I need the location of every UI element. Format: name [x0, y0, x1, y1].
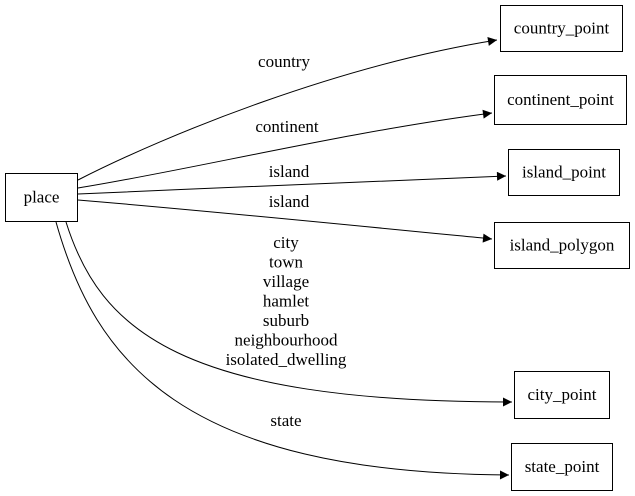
- edge-place-state-point: [55, 221, 510, 480]
- node-continent-point: continent_point: [494, 75, 627, 125]
- edge-label-suburb: suburb: [263, 311, 309, 330]
- edge-labels-layer: country continent island island city tow…: [226, 52, 347, 430]
- node-state-point-box: [511, 443, 613, 491]
- node-continent-point-label: continent_point: [507, 90, 614, 109]
- node-city-point-label: city_point: [528, 385, 597, 404]
- node-place-box: [5, 173, 78, 222]
- node-place: place: [5, 173, 78, 222]
- node-place-label: place: [24, 188, 60, 207]
- node-island-point-label: island_point: [522, 163, 606, 182]
- edge-label-city-block: city town village hamlet suburb neighbou…: [226, 233, 347, 369]
- edge-place-city-point: [65, 221, 513, 407]
- node-continent-point-box: [494, 75, 627, 125]
- node-island-polygon-box: [494, 222, 630, 269]
- edge-place-island-point: [77, 171, 507, 195]
- node-island-point: island_point: [508, 149, 620, 196]
- edge-label-country: country: [258, 52, 310, 71]
- edge-label-town: town: [269, 253, 304, 272]
- edge-label-island-point: island: [269, 162, 310, 181]
- nodes-layer: place country_point continent_point isla…: [5, 5, 630, 491]
- node-state-point-label: state_point: [525, 457, 600, 476]
- edge-label-neighbourhood: neighbourhood: [235, 331, 338, 350]
- node-country-point: country_point: [500, 5, 623, 52]
- node-island-polygon: island_polygon: [494, 222, 630, 269]
- edge-place-island-polygon: [77, 199, 493, 243]
- edge-label-isolated-dwelling: isolated_dwelling: [226, 350, 347, 369]
- edge-label-hamlet: hamlet: [263, 292, 310, 311]
- node-state-point: state_point: [511, 443, 613, 491]
- node-city-point: city_point: [514, 371, 610, 419]
- node-island-polygon-label: island_polygon: [510, 236, 615, 255]
- edge-place-country-point: [77, 36, 498, 181]
- edge-label-city: city: [273, 233, 299, 252]
- node-country-point-box: [500, 5, 623, 52]
- edge-label-state: state: [270, 411, 301, 430]
- node-city-point-box: [514, 371, 610, 419]
- node-country-point-label: country_point: [514, 19, 610, 38]
- edge-label-continent: continent: [255, 117, 319, 136]
- edge-place-continent-point: [77, 109, 493, 189]
- edge-label-island-polygon: island: [269, 192, 310, 211]
- edge-label-village: village: [263, 272, 309, 291]
- edges-layer: [55, 36, 513, 480]
- node-island-point-box: [508, 149, 620, 196]
